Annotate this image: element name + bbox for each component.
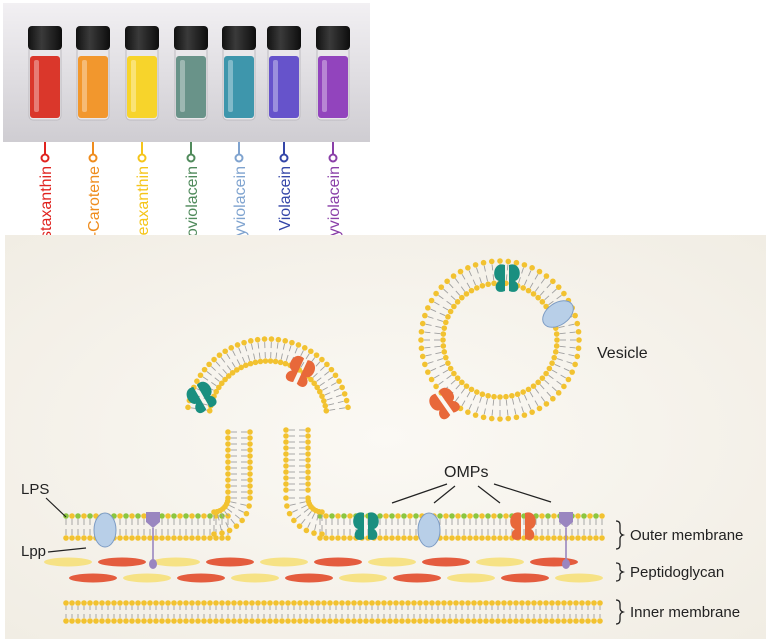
peptidoglycan-layer	[44, 557, 603, 583]
omp-orange	[510, 512, 536, 540]
pigment-pin-dot	[234, 153, 244, 163]
vial-highlight	[228, 60, 233, 112]
outer-membrane-bracket	[615, 520, 626, 550]
lpp-protein	[559, 512, 573, 569]
vial-liquid	[318, 56, 348, 118]
pigment-name: Zeaxanthin	[135, 166, 152, 245]
vial-cap	[222, 26, 256, 50]
budding-outer-membrane	[185, 336, 351, 537]
omp-orange	[429, 387, 460, 420]
peptidoglycan-strand	[98, 557, 146, 567]
vial	[316, 26, 350, 121]
peptidoglycan-label: Peptidoglycan	[630, 564, 724, 581]
inner-membrane-label: Inner membrane	[630, 604, 740, 621]
pigment-entry: Astaxanthin	[38, 142, 55, 250]
peptidoglycan-strand	[231, 573, 279, 583]
outer-membrane-label: Outer membrane	[630, 527, 743, 544]
peptidoglycan-strand	[260, 557, 308, 567]
lpp-protein	[146, 512, 160, 569]
inner-membrane-bracket	[615, 599, 626, 625]
pigment-pin-dot	[279, 153, 289, 163]
peptidoglycan-strand	[555, 573, 603, 583]
peptidoglycan-strand	[339, 573, 387, 583]
vial-cap	[76, 26, 110, 50]
vial-liquid	[224, 56, 254, 118]
lpp-pointer	[47, 547, 87, 553]
peptidoglycan-bracket	[615, 562, 626, 582]
pigment-pin-dot	[88, 153, 98, 163]
vial-highlight	[180, 60, 185, 112]
vial	[125, 26, 159, 121]
vial-liquid	[78, 56, 108, 118]
peptidoglycan-strand	[177, 573, 225, 583]
omp-teal	[353, 512, 379, 540]
pigment-entry: Proviolacein	[184, 142, 201, 253]
diagram-labels: LPS Lpp OMPs Vesicle Outer membrane Pept…	[21, 345, 743, 625]
pigment-pin-dot	[40, 153, 50, 163]
pigment-entry: β-Carotene	[86, 142, 103, 246]
omps-label: OMPs	[444, 464, 488, 481]
membrane-diagram	[44, 258, 605, 624]
vial-liquid	[30, 56, 60, 118]
inner-membrane	[63, 600, 603, 624]
peptidoglycan-strand	[476, 557, 524, 567]
omp-teal	[186, 381, 217, 414]
peptidoglycan-strand	[44, 557, 92, 567]
lps-pointer	[45, 497, 67, 518]
peptidoglycan-strand	[368, 557, 416, 567]
omps-pointers	[391, 483, 552, 504]
pigment-entry: Violacein	[277, 142, 294, 231]
vial-highlight	[322, 60, 327, 112]
layer-brackets	[615, 520, 626, 625]
omp-teal	[494, 264, 520, 292]
vial	[222, 26, 256, 121]
vial	[174, 26, 208, 121]
pigment-name: Proviolacein	[184, 166, 201, 253]
vial-cap	[174, 26, 208, 50]
peptidoglycan-strand	[69, 573, 117, 583]
peptidoglycan-strand	[314, 557, 362, 567]
vial	[267, 26, 301, 121]
vial-cap	[125, 26, 159, 50]
peptidoglycan-strand	[422, 557, 470, 567]
pigment-pin-dot	[137, 153, 147, 163]
vial-cap	[28, 26, 62, 50]
omp-barrel	[93, 512, 117, 548]
pigment-entry: Zeaxanthin	[135, 142, 152, 245]
omp-barrel	[417, 512, 441, 548]
peptidoglycan-strand	[285, 573, 333, 583]
peptidoglycan-strand	[152, 557, 200, 567]
peptidoglycan-strand	[123, 573, 171, 583]
diagram-background	[5, 235, 766, 639]
vial-highlight	[131, 60, 136, 112]
pigment-name: Violacein	[277, 166, 294, 231]
vial-cap	[316, 26, 350, 50]
vial-highlight	[82, 60, 87, 112]
omp-barrel	[542, 300, 574, 328]
lps-label: LPS	[21, 481, 49, 498]
vial-liquid	[176, 56, 206, 118]
vial-liquid	[269, 56, 299, 118]
peptidoglycan-strand	[530, 557, 578, 567]
pigment-name: β-Carotene	[86, 166, 103, 246]
vial-liquid	[127, 56, 157, 118]
pigment-pin-dot	[186, 153, 196, 163]
peptidoglycan-strand	[393, 573, 441, 583]
pigment-pin-dot	[328, 153, 338, 163]
peptidoglycan-strand	[206, 557, 254, 567]
vials-photo	[3, 3, 370, 142]
vial-highlight	[34, 60, 39, 112]
vial	[28, 26, 62, 121]
outer-membrane-right	[317, 513, 605, 541]
lpp-label: Lpp	[21, 543, 46, 560]
vial-cap	[267, 26, 301, 50]
vial	[76, 26, 110, 121]
pigment-name: Astaxanthin	[38, 166, 55, 250]
peptidoglycan-strand	[501, 573, 549, 583]
omp-orange	[285, 355, 315, 387]
vial-highlight	[273, 60, 278, 112]
peptidoglycan-strand	[447, 573, 495, 583]
vesicle-label: Vesicle	[597, 345, 648, 362]
